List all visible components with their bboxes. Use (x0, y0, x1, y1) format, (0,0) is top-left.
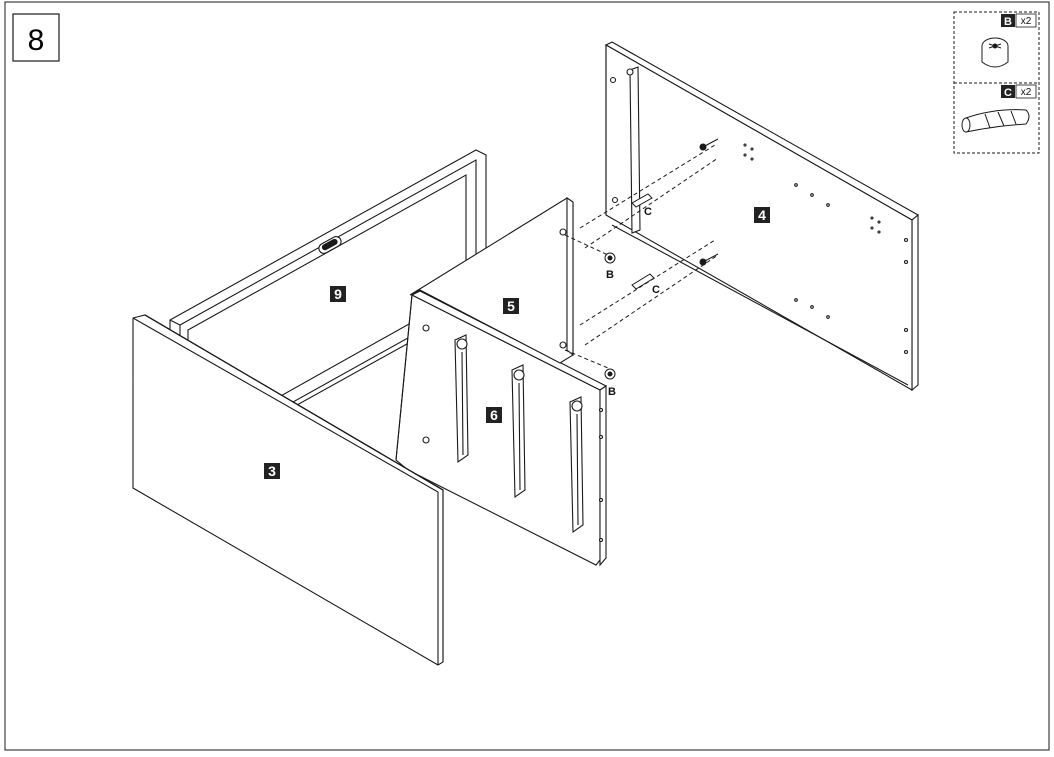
panel-3-drawing (132, 314, 444, 666)
part-tag-6: 6 (486, 407, 502, 423)
svg-text:x2: x2 (1021, 16, 1032, 27)
svg-text:9: 9 (334, 286, 342, 302)
part-tag-5: 5 (503, 298, 519, 314)
part-tag-3: 3 (264, 463, 280, 479)
part-tag-4: 4 (754, 207, 770, 223)
hardware-drawings (604, 138, 719, 380)
wooden-dowel-icon (631, 273, 655, 290)
inventory-item-c: C x2 (961, 84, 1037, 133)
panel-5-drawing (409, 196, 574, 364)
cam-bolt-icon (699, 138, 719, 151)
step-number: 8 (28, 24, 45, 57)
svg-text:3: 3 (268, 463, 276, 479)
hardware-letter-b: B (608, 386, 616, 398)
drawer-rail (454, 334, 469, 464)
wooden-dowel-icon (631, 193, 653, 208)
panel-6-drawing (395, 290, 608, 567)
wooden-dowel-icon (961, 109, 1030, 133)
drawer-rail (569, 396, 584, 534)
part-tag-9: 9 (330, 286, 346, 302)
hardware-letter-c: C (652, 284, 660, 296)
inventory-item-b: B x2 (981, 13, 1037, 68)
cam-bolt-icon (699, 253, 719, 266)
svg-text:4: 4 (758, 207, 766, 223)
svg-text:5: 5 (507, 298, 515, 314)
hardware-letter-b: B (606, 269, 614, 281)
hardware-inventory: B x2 C x2 (953, 11, 1040, 154)
svg-text:x2: x2 (1021, 87, 1032, 98)
step-number-box: 8 (12, 13, 60, 62)
drawer-rail (511, 364, 526, 499)
cam-lock-icon (604, 252, 616, 264)
cam-lock-icon (604, 368, 616, 380)
cam-lock-icon (981, 37, 1009, 68)
svg-text:6: 6 (490, 407, 498, 423)
svg-text:B: B (1004, 16, 1012, 28)
svg-text:C: C (1004, 87, 1012, 99)
page-frame (4, 1, 1050, 751)
hardware-letter-c: C (644, 206, 652, 218)
